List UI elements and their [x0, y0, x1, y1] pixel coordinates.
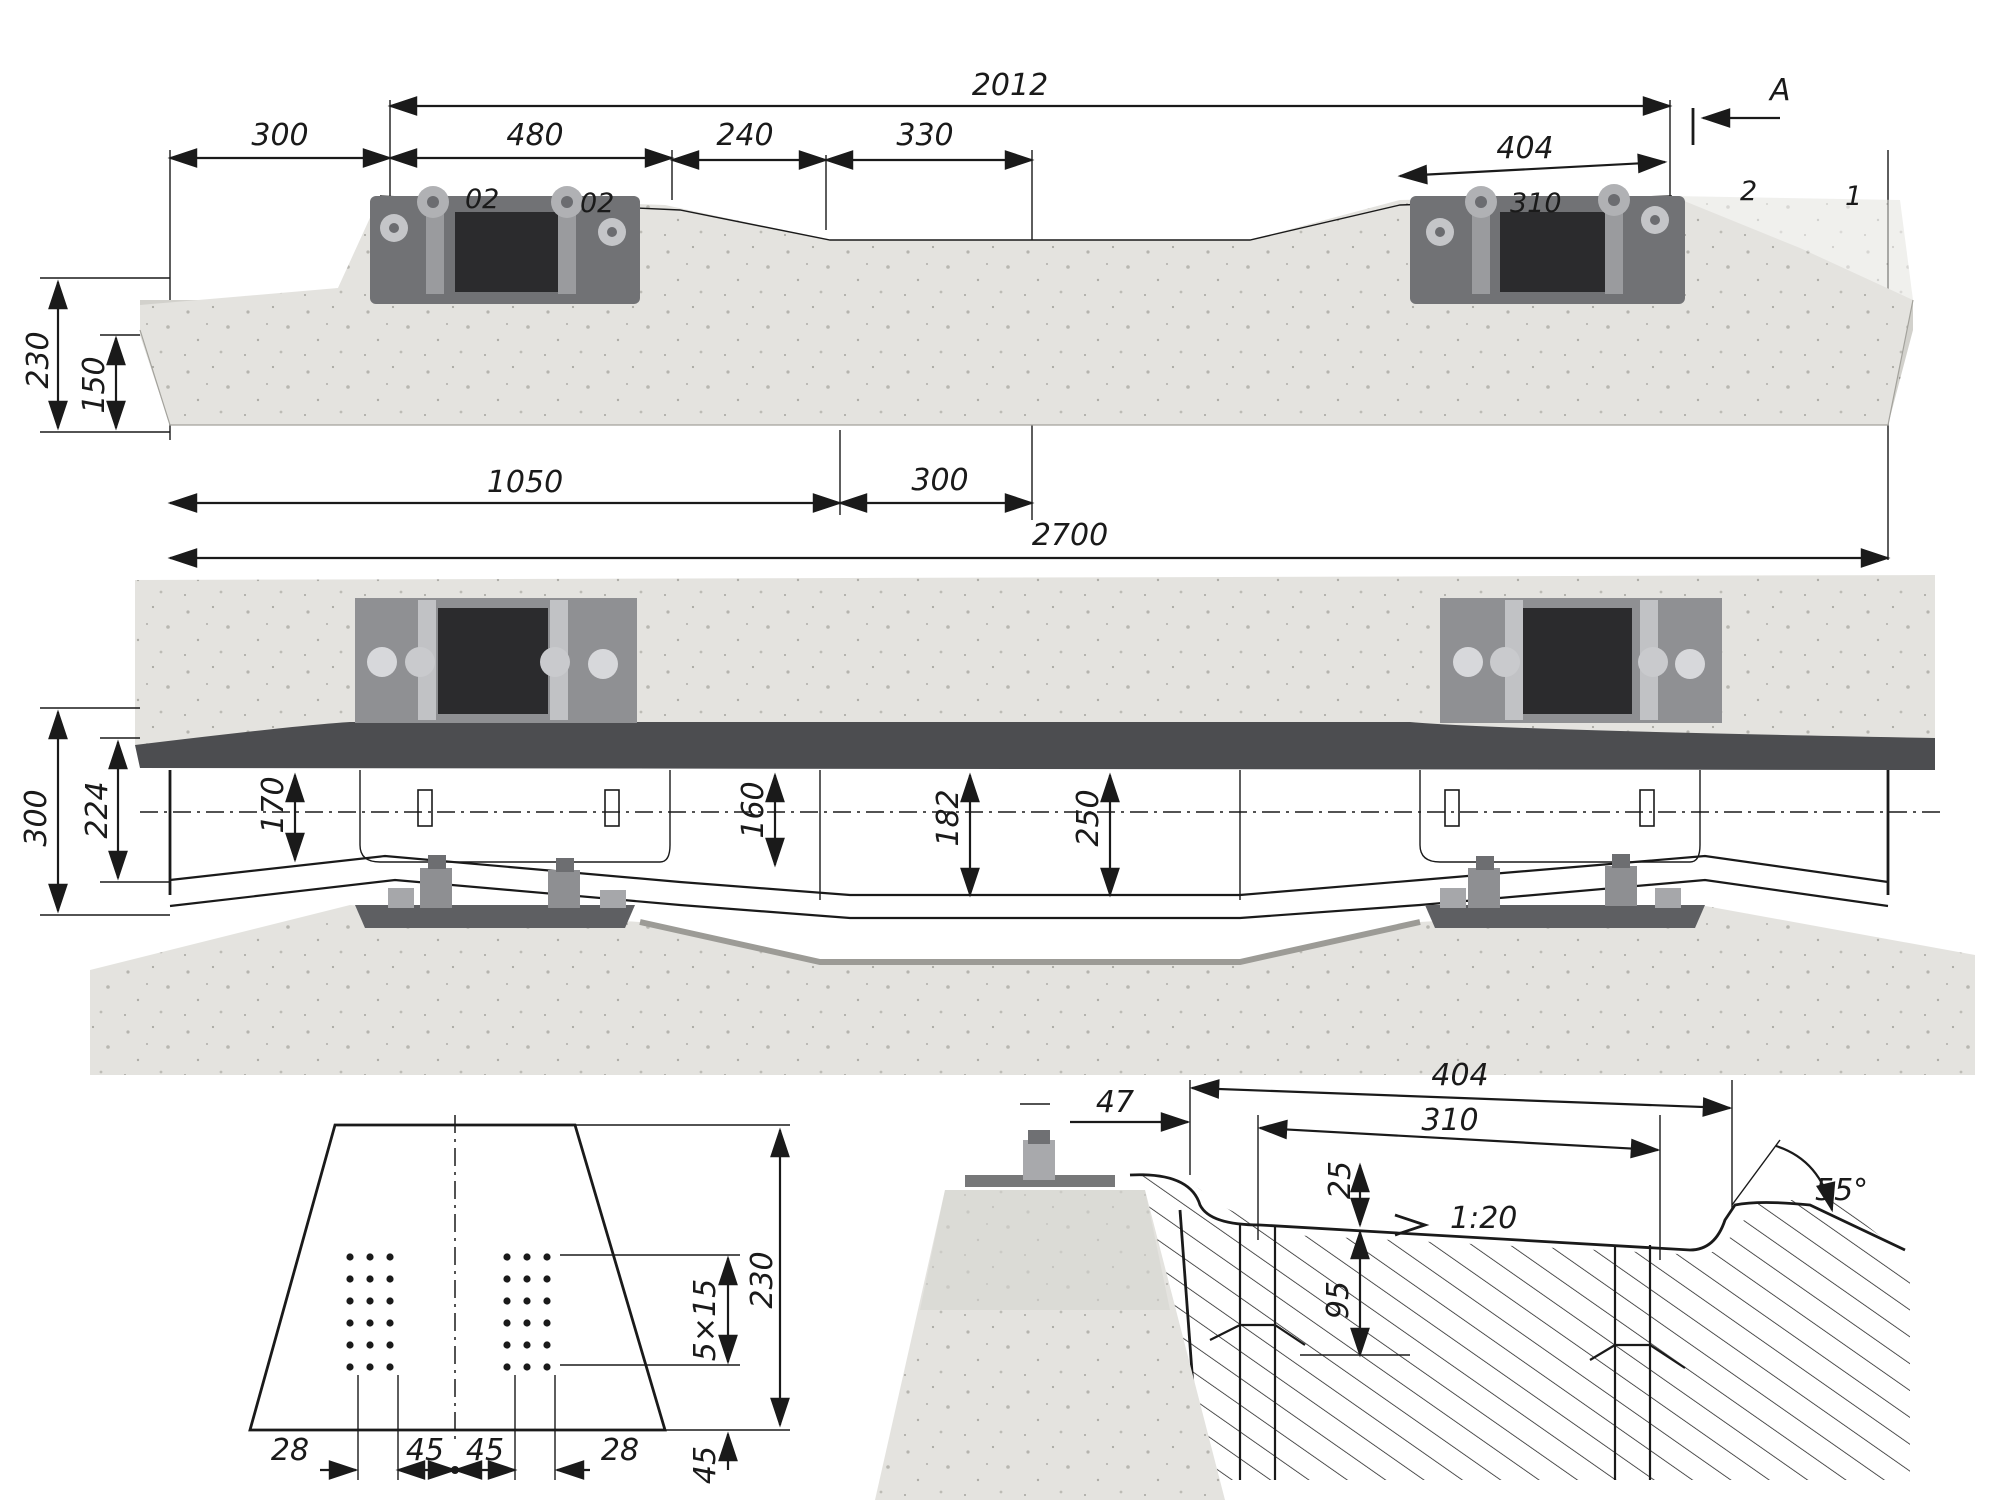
- strand-dot: [543, 1297, 551, 1305]
- rail-fastening-left: [370, 186, 640, 304]
- dim-95: 95: [1321, 1281, 1356, 1319]
- dim-230-top: 230: [21, 331, 56, 388]
- plan-fastening-left: [355, 598, 637, 723]
- dim-330: 330: [896, 118, 953, 153]
- plan-fastening-right: [1440, 598, 1722, 723]
- strand-dot: [346, 1341, 354, 1349]
- dim-182: 182: [931, 789, 966, 846]
- strand-dot: [366, 1297, 374, 1305]
- dim-404-section: 404: [1431, 1058, 1488, 1093]
- dim-300-side: 300: [19, 789, 54, 846]
- strand-pattern: [346, 1253, 551, 1371]
- side-render: [90, 854, 1975, 1075]
- strand-dot: [543, 1253, 551, 1261]
- dim-150: 150: [77, 356, 112, 413]
- rail-fastening-right: [1410, 184, 1685, 304]
- strand-dot: [386, 1363, 394, 1371]
- strand-dot: [386, 1253, 394, 1261]
- side-fastening-right: [1425, 854, 1705, 928]
- top-view: 300 2012 480 240 330 404 A 230 150: [21, 68, 1914, 568]
- slope-1-20: 1:20: [1450, 1201, 1517, 1236]
- dim-5x15: 5×15: [688, 1279, 723, 1361]
- callout-310-top: 310: [1510, 188, 1562, 219]
- strand-dot: [346, 1275, 354, 1283]
- dim-310-section: 310: [1421, 1103, 1478, 1138]
- strand-dot: [523, 1297, 531, 1305]
- dim-250: 250: [1071, 789, 1106, 846]
- angle-55: 55°: [1815, 1173, 1868, 1208]
- dim-45-vert: 45: [688, 1446, 723, 1484]
- strand-dot: [543, 1319, 551, 1327]
- strand-dot: [346, 1319, 354, 1327]
- strand-dot: [346, 1363, 354, 1371]
- rail-seat-section: 404 310 47 25 1:20 95 55°: [1070, 1058, 1910, 1481]
- dim-160: 160: [736, 781, 771, 838]
- strand-dot: [503, 1297, 511, 1305]
- dim-47: 47: [1096, 1085, 1134, 1120]
- section-render: [875, 1103, 1225, 1500]
- strand-dot: [503, 1275, 511, 1283]
- dim-45-left: 45: [406, 1433, 444, 1468]
- strand-dot: [523, 1253, 531, 1261]
- dim-240: 240: [716, 118, 773, 153]
- dim-1050: 1050: [487, 465, 563, 500]
- strand-dot: [366, 1319, 374, 1327]
- dim-224: 224: [80, 781, 115, 838]
- strand-dot: [523, 1275, 531, 1283]
- strand-dot: [366, 1363, 374, 1371]
- strand-dot: [523, 1319, 531, 1327]
- dim-480: 480: [506, 118, 563, 153]
- view-label-a: A: [1768, 73, 1791, 108]
- strand-dot: [386, 1275, 394, 1283]
- callout-1: 1: [1845, 181, 1862, 212]
- dim-404-top: 404: [1496, 131, 1553, 166]
- strand-dot: [523, 1363, 531, 1371]
- strand-dot: [503, 1341, 511, 1349]
- strand-dot: [523, 1341, 531, 1349]
- strand-dot: [366, 1253, 374, 1261]
- strand-dot: [543, 1363, 551, 1371]
- callout-02-b: 02: [580, 188, 614, 219]
- dim-230-section: 230: [745, 1251, 780, 1308]
- strand-dot: [366, 1341, 374, 1349]
- callout-2: 2: [1740, 176, 1757, 207]
- strand-dot: [503, 1253, 511, 1261]
- dim-45-right: 45: [466, 1433, 504, 1468]
- strand-dot: [386, 1319, 394, 1327]
- strand-dot: [346, 1297, 354, 1305]
- side-fastening-left: [355, 855, 635, 928]
- strand-dot: [543, 1341, 551, 1349]
- dim-28-right: 28: [601, 1433, 639, 1468]
- dim-170: 170: [256, 776, 291, 833]
- dim-300-top: 300: [251, 118, 308, 153]
- dim-2012: 2012: [972, 68, 1048, 103]
- callout-02-a: 02: [465, 184, 499, 215]
- dim-28-left: 28: [271, 1433, 309, 1468]
- cross-section: 230 5×15 45 28 45 45 28: [248, 1115, 790, 1484]
- strand-dot: [386, 1341, 394, 1349]
- strand-dot: [366, 1275, 374, 1283]
- strand-dot: [346, 1253, 354, 1261]
- strand-dot: [503, 1363, 511, 1371]
- dim-2700: 2700: [1032, 518, 1108, 553]
- strand-dot: [503, 1319, 511, 1327]
- strand-dot: [543, 1275, 551, 1283]
- plan-view: [135, 575, 1935, 770]
- dim-300-bottom: 300: [911, 463, 968, 498]
- strand-dot: [386, 1297, 394, 1305]
- dim-25: 25: [1323, 1161, 1358, 1199]
